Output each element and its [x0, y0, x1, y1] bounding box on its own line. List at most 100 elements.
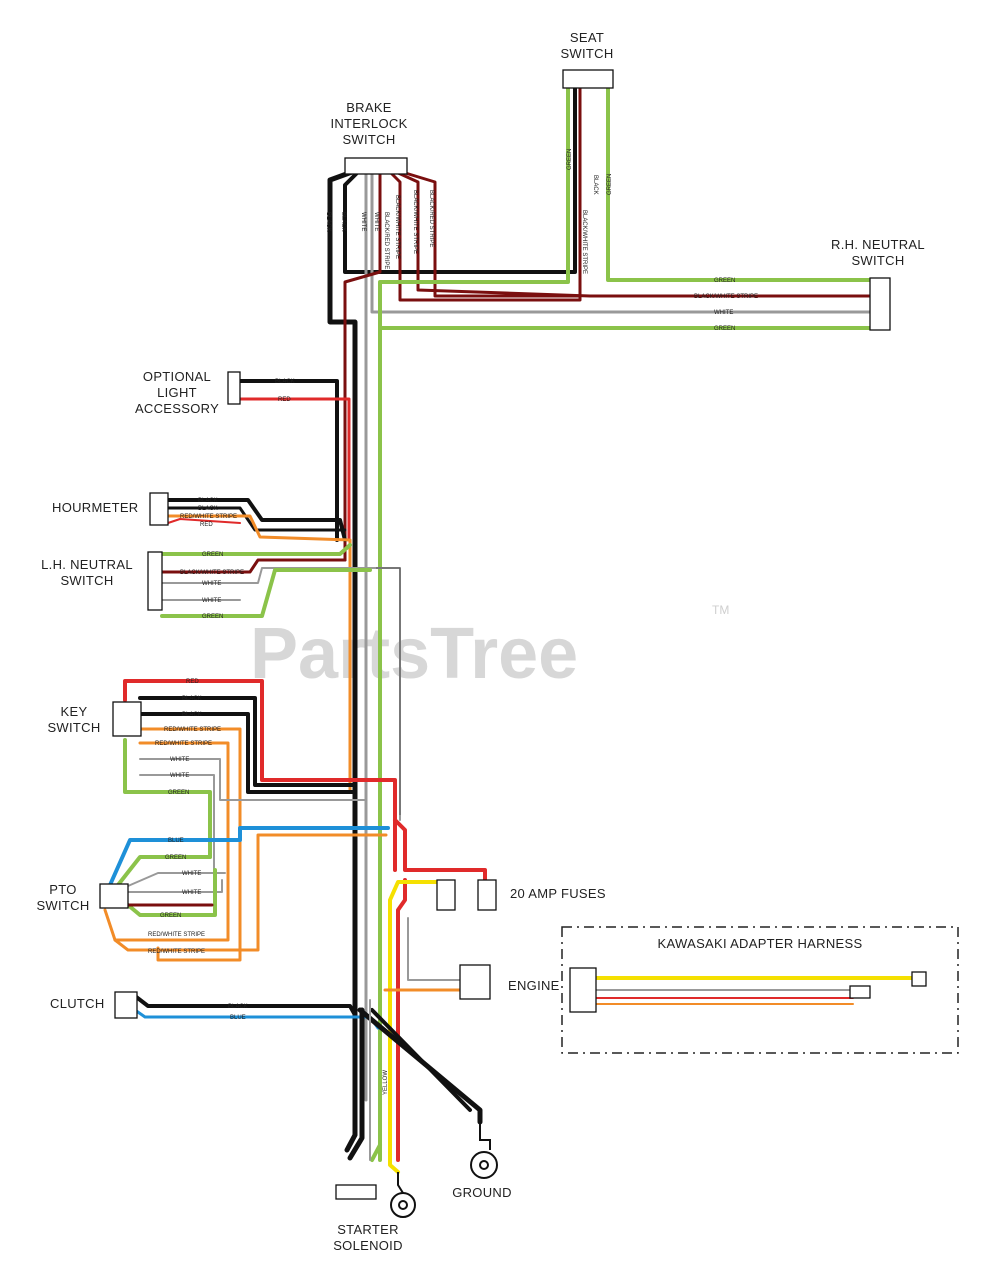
wire-red [167, 518, 241, 524]
wire-blue [108, 826, 390, 887]
label-rh-2: SWITCH [851, 253, 904, 268]
wire-label: WHITE [202, 598, 221, 604]
wire-label: BLACK/WHITE STRIPE [180, 570, 244, 576]
label-brake-1: BRAKE [346, 100, 392, 115]
wire-label: WHITE [170, 773, 189, 779]
wire-label: BLACK/WHITE STRIPE [581, 210, 587, 274]
wire-red-white [166, 514, 352, 792]
wire-white [127, 872, 226, 887]
wire-black [357, 1007, 483, 1125]
wire-label: BLACK/WHITE STRIPE [694, 294, 758, 300]
label-adapter: KAWASAKI ADAPTER HARNESS [658, 936, 863, 951]
wire-white [139, 774, 215, 881]
label-starter-1: STARTER [337, 1222, 399, 1237]
wire-label: BLACK [198, 498, 218, 504]
fuse-1 [436, 879, 456, 911]
wire-label: BLACK [325, 212, 331, 232]
label-lh-1: L.H. NEUTRAL [41, 557, 133, 572]
label-brake-3: SWITCH [342, 132, 395, 147]
wire-black-red [400, 170, 582, 298]
wire-black [343, 86, 577, 274]
harness-outline [376, 567, 401, 815]
label-hourmeter: HOURMETER [52, 500, 138, 515]
starter-terminal [335, 1184, 377, 1200]
label-pto-1: PTO [49, 882, 76, 897]
wire-black [327, 169, 358, 1153]
label-key-1: KEY [61, 704, 88, 719]
wire-label: BLUE [230, 1015, 246, 1021]
wire-white [139, 758, 367, 801]
wire-label: GREEN [202, 552, 223, 558]
wire-label: BLACK [592, 175, 598, 195]
wire-white [407, 917, 461, 981]
wire-black [166, 506, 347, 532]
label-light-3: ACCESSORY [135, 401, 219, 416]
engine-connector [459, 964, 491, 1000]
wire-label: BLACK [275, 379, 295, 385]
wire-label: GREEN [165, 855, 186, 861]
wire-label: BLACK [198, 506, 218, 512]
wire-label: BLACK/RED STRIPE [383, 212, 389, 269]
wire-black [138, 712, 357, 794]
wire-label: GREEN [160, 913, 181, 919]
wire-black-white [388, 86, 582, 302]
wire-green [126, 868, 217, 917]
adapter-harness-box [561, 926, 959, 1054]
wire-label: GREEN [714, 326, 735, 332]
wire-black [138, 696, 357, 787]
wire-green [378, 86, 570, 1162]
wire-label: WHITE [714, 310, 733, 316]
wire-label: RED/WHITE STRIPE [164, 727, 221, 733]
wire-label: RED/WHITE STRIPE [180, 514, 237, 520]
adapter-plug-2 [849, 985, 871, 999]
wire-label: WHITE [182, 890, 201, 896]
wire-label: RED [200, 522, 213, 528]
label-pto-2: SWITCH [36, 898, 89, 913]
wire-black [133, 994, 357, 1017]
key-switch-connector [112, 701, 142, 737]
wire-green [160, 568, 372, 618]
wire-label: RED/WHITE STRIPE [148, 949, 205, 955]
wire-label: YELLOW [383, 1070, 389, 1095]
label-fuses: 20 AMP FUSES [510, 886, 606, 901]
wire-black [166, 498, 347, 542]
wire-label: RED/WHITE STRIPE [148, 932, 205, 938]
watermark: PartsTree [250, 614, 578, 694]
wire-label: BLACK/WHITE STRIPE [394, 195, 400, 259]
starter-ring [390, 1192, 416, 1218]
label-ground: GROUND [452, 1185, 512, 1200]
label-clutch: CLUTCH [50, 996, 105, 1011]
adapter-plug [911, 971, 927, 987]
label-seat-2: SWITCH [560, 46, 613, 61]
wire-red [123, 679, 397, 872]
wire-black [347, 1007, 365, 1161]
lh-neutral-connector [147, 551, 163, 611]
wire-label: BLUE [168, 838, 184, 844]
label-key-2: SWITCH [47, 720, 100, 735]
wire-red [393, 818, 487, 892]
wire-red [238, 397, 351, 542]
label-lh-2: SWITCH [60, 573, 113, 588]
wire-label: GREEN [168, 790, 189, 796]
wire-label: WHITE [202, 581, 221, 587]
wire-label: RED/WHITE STRIPE [155, 741, 212, 747]
wire-label: WHITE [360, 212, 366, 231]
fuse-2 [477, 879, 497, 911]
label-brake-2: INTERLOCK [330, 116, 407, 131]
wire-blue [133, 1008, 380, 1030]
wire-green [160, 543, 352, 556]
wire-label: WHITE [373, 212, 379, 231]
starter-ring-inner [398, 1200, 408, 1210]
wire-label: RED [278, 397, 291, 403]
hourmeter-connector [149, 492, 169, 526]
light-connector [227, 371, 241, 405]
wire-red-white [138, 727, 242, 962]
wire-white [370, 170, 872, 314]
starter-lug [397, 1172, 404, 1194]
seat-switch-connector [562, 69, 614, 89]
wire-label: BLACK/WHITE STRIPE [412, 190, 418, 254]
wire-black-white [394, 170, 872, 298]
wire-label: BLACK [182, 696, 202, 702]
wire-label: GREEN [714, 278, 735, 284]
wire-label: WHITE [170, 757, 189, 763]
